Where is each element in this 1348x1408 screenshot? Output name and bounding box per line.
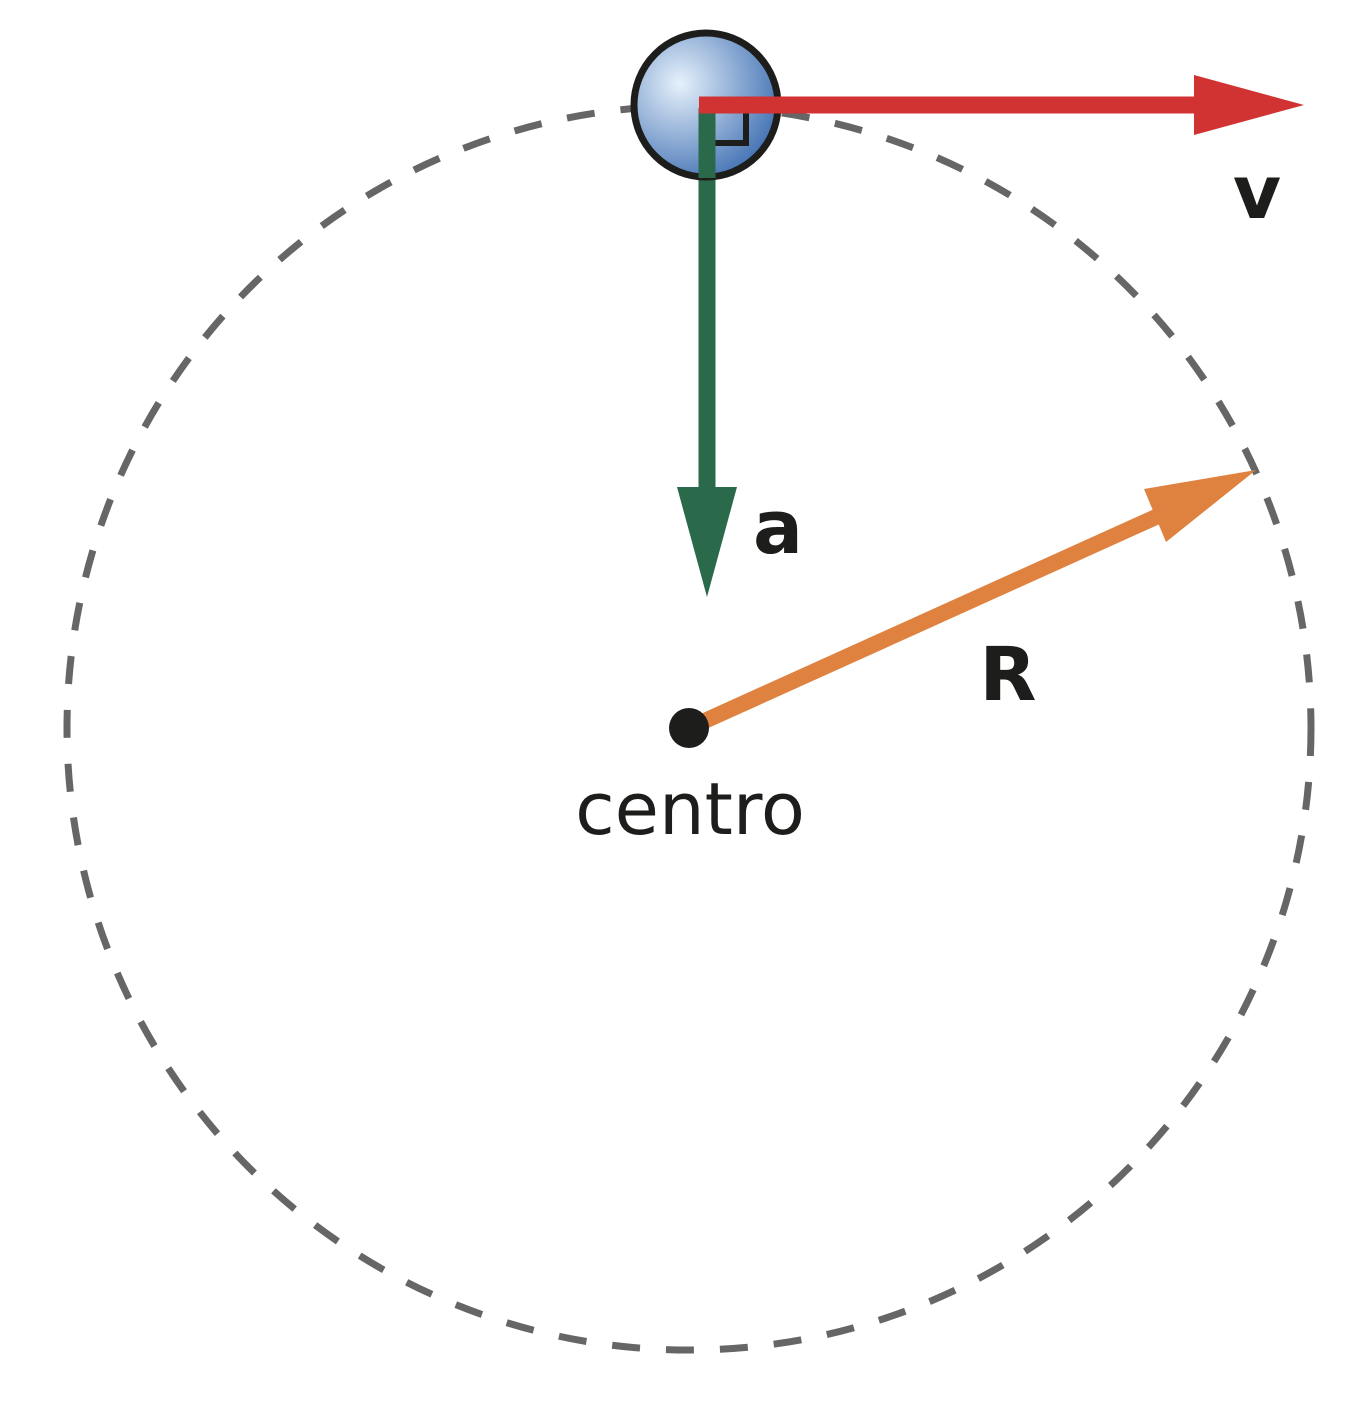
center-label: centro (575, 767, 805, 851)
radius-arrow (685, 470, 1256, 736)
radius-arrow-head (1144, 470, 1256, 542)
center-point (669, 708, 709, 748)
radius-arrow-shaft (685, 504, 1171, 736)
acceleration-arrow-head (677, 487, 737, 597)
acceleration-label: a (753, 485, 803, 571)
velocity-label: v (1233, 150, 1281, 236)
velocity-arrow-head (1194, 75, 1304, 135)
radius-label: R (980, 632, 1037, 718)
velocity-arrow (699, 75, 1304, 135)
acceleration-arrow (677, 112, 737, 597)
